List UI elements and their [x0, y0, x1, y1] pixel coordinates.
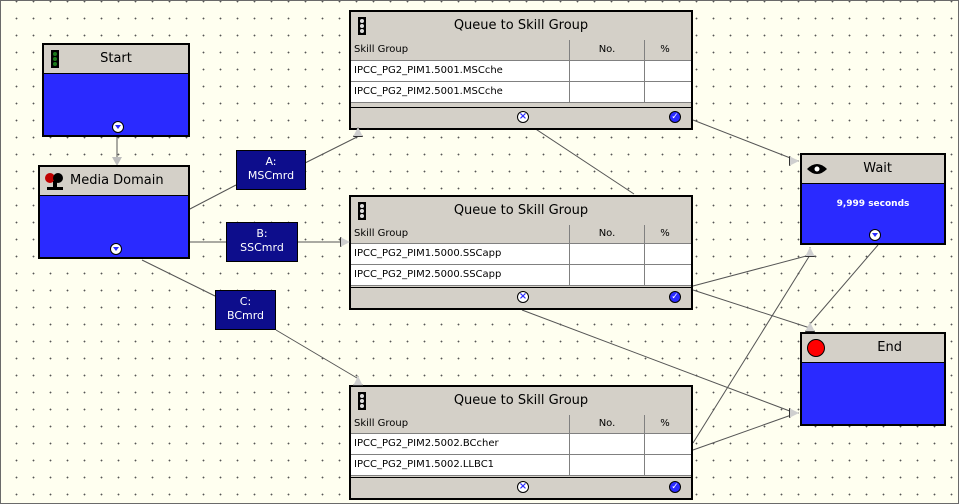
- end-title: End: [802, 334, 944, 363]
- wait-node[interactable]: Wait 9,999 seconds: [800, 153, 946, 245]
- queue-title: Queue to Skill Group: [351, 197, 691, 226]
- end-node[interactable]: End: [800, 332, 946, 426]
- case-label-c[interactable]: C: BCmrd: [215, 290, 276, 330]
- skill-group-table: Skill Group No. % IPCC_PG2_PIM2.5002.BCc…: [351, 415, 691, 476]
- queue-node-1[interactable]: Queue to Skill Group Skill Group No. % I…: [349, 10, 693, 130]
- skill-group-cell: IPCC_PG2_PIM1.5001.MSCche: [354, 65, 503, 76]
- queue-footer: × ✓: [351, 477, 691, 498]
- table-header: Skill Group No. %: [351, 415, 691, 435]
- case-label-c-text: BCmrd: [226, 309, 265, 322]
- percent-header: %: [644, 40, 685, 60]
- table-header: Skill Group No. %: [351, 40, 691, 61]
- skill-group-header: Skill Group: [354, 418, 409, 429]
- number-cell: [569, 434, 644, 454]
- success-connector-icon[interactable]: ✓: [669, 481, 681, 493]
- media-domain-title: Media Domain: [40, 167, 188, 196]
- skill-group-cell: IPCC_PG2_PIM2.5002.BCcher: [354, 438, 499, 449]
- media-domain-icon: [45, 173, 63, 190]
- wait-duration: 9,999 seconds: [836, 199, 910, 209]
- percent-cell: [644, 455, 685, 475]
- failure-connector-icon[interactable]: ×: [517, 111, 529, 123]
- connector: [692, 254, 811, 287]
- percent-cell: [644, 434, 685, 454]
- connector: [304, 136, 358, 164]
- connector: [521, 119, 635, 195]
- traffic-light-icon: [51, 50, 59, 68]
- percent-header: %: [644, 415, 685, 435]
- case-label-b-text: SSCmrd: [240, 241, 284, 254]
- table-row[interactable]: IPCC_PG2_PIM2.5000.SSCapp: [351, 265, 691, 286]
- number-cell: [569, 265, 644, 285]
- success-connector-icon[interactable]: ✓: [669, 111, 681, 123]
- table-row[interactable]: IPCC_PG2_PIM2.5002.BCcher: [351, 434, 691, 455]
- connector: [141, 259, 216, 297]
- start-title: Start: [44, 45, 188, 74]
- output-connector[interactable]: [869, 229, 881, 241]
- case-label-c-id: C:: [239, 295, 252, 308]
- stop-icon: [807, 339, 825, 357]
- skill-group-table: Skill Group No. % IPCC_PG2_PIM1.5001.MSC…: [351, 40, 691, 103]
- case-label-a-id: A:: [265, 155, 277, 168]
- queue-node-2[interactable]: Queue to Skill Group Skill Group No. % I…: [349, 195, 693, 310]
- table-row[interactable]: IPCC_PG2_PIM1.5002.LLBC1: [351, 455, 691, 476]
- table-row[interactable]: IPCC_PG2_PIM1.5001.MSCche: [351, 61, 691, 82]
- connector: [692, 289, 811, 329]
- output-connector[interactable]: [112, 121, 124, 133]
- table-row[interactable]: IPCC_PG2_PIM2.5001.MSCche: [351, 82, 691, 103]
- traffic-light-icon: [358, 17, 366, 35]
- table-header: Skill Group No. %: [351, 225, 691, 245]
- start-node[interactable]: Start: [42, 43, 190, 137]
- connector: [692, 412, 798, 451]
- output-connector[interactable]: [110, 243, 122, 255]
- percent-cell: [644, 244, 685, 264]
- queue-title: Queue to Skill Group: [351, 12, 691, 41]
- number-header: No.: [569, 40, 644, 60]
- case-label-b[interactable]: B: SSCmrd: [226, 222, 298, 262]
- skill-group-header: Skill Group: [354, 44, 409, 55]
- skill-group-cell: IPCC_PG2_PIM1.5000.SSCapp: [354, 248, 502, 259]
- queue-title: Queue to Skill Group: [351, 387, 691, 416]
- failure-connector-icon[interactable]: ×: [517, 291, 529, 303]
- number-header: No.: [569, 415, 644, 435]
- number-cell: [569, 455, 644, 475]
- skill-group-cell: IPCC_PG2_PIM2.5000.SSCapp: [354, 269, 502, 280]
- queue-footer: × ✓: [351, 107, 691, 128]
- skill-group-header: Skill Group: [354, 228, 409, 239]
- success-connector-icon[interactable]: ✓: [669, 291, 681, 303]
- failure-connector-icon[interactable]: ×: [517, 481, 529, 493]
- number-cell: [569, 244, 644, 264]
- connector: [187, 184, 237, 211]
- case-label-b-id: B:: [256, 227, 268, 240]
- connector: [521, 309, 796, 414]
- traffic-light-icon: [358, 202, 366, 220]
- eye-icon: [807, 164, 827, 174]
- queue-footer: × ✓: [351, 287, 691, 308]
- input-connector[interactable]: [112, 157, 122, 166]
- connector: [275, 329, 358, 379]
- number-header: No.: [569, 225, 644, 245]
- percent-cell: [644, 82, 685, 102]
- queue-node-3[interactable]: Queue to Skill Group Skill Group No. % I…: [349, 385, 693, 500]
- percent-cell: [644, 61, 685, 81]
- percent-header: %: [644, 225, 685, 245]
- skill-group-cell: IPCC_PG2_PIM2.5001.MSCche: [354, 86, 503, 97]
- case-label-a[interactable]: A: MSCmrd: [236, 150, 306, 190]
- connector: [692, 119, 799, 162]
- media-domain-node[interactable]: Media Domain: [38, 165, 190, 259]
- case-label-a-text: MSCmrd: [247, 169, 295, 182]
- connector: [692, 254, 811, 444]
- table-row[interactable]: IPCC_PG2_PIM1.5000.SSCapp: [351, 244, 691, 265]
- skill-group-table: Skill Group No. % IPCC_PG2_PIM1.5000.SSC…: [351, 225, 691, 286]
- percent-cell: [644, 265, 685, 285]
- traffic-light-icon: [358, 392, 366, 410]
- skill-group-cell: IPCC_PG2_PIM1.5002.LLBC1: [354, 459, 495, 470]
- number-cell: [569, 61, 644, 81]
- number-cell: [569, 82, 644, 102]
- connector: [809, 244, 879, 325]
